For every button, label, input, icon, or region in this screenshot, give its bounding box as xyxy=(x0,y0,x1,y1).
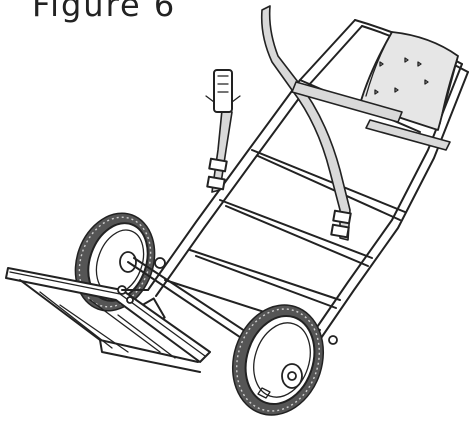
figure-title: Figure 6 xyxy=(32,0,177,24)
front-platform xyxy=(5,267,211,373)
back-rest-pad xyxy=(359,31,459,131)
tie-down-strap-right xyxy=(260,5,451,241)
front-right-wheel-icon xyxy=(231,304,325,416)
ratchet-strap-left xyxy=(205,69,241,193)
